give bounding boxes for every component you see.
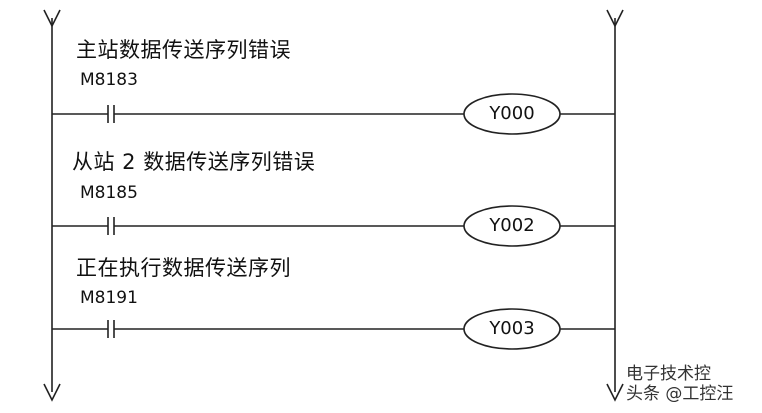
watermark-line-1: 电子技术控 [626,364,711,384]
rung-2 [52,205,615,247]
watermark-line-2: 头条 @工控汪 [626,384,734,404]
left-rail-bottom-arrow [43,383,61,402]
rung-2-coil-label: Y002 [489,215,535,236]
rung-1 [52,93,615,135]
rung-1-comment: 主站数据传送序列错误 [76,38,291,62]
rung-2-contact-label: M8185 [80,183,138,203]
right-rail-bottom-arrow [606,383,624,402]
rung-3-contact-label: M8191 [80,288,138,308]
rung-2-comment: 从站 2 数据传送序列错误 [72,150,316,174]
rung-1-contact-label: M8183 [80,70,138,90]
left-rail-top-arrow [43,9,61,28]
rung-3 [52,308,615,350]
rung-3-comment: 正在执行数据传送序列 [76,256,291,280]
rung-3-coil-label: Y003 [489,318,535,339]
right-rail-top-arrow [606,9,624,28]
rung-1-coil-label: Y000 [489,103,535,124]
